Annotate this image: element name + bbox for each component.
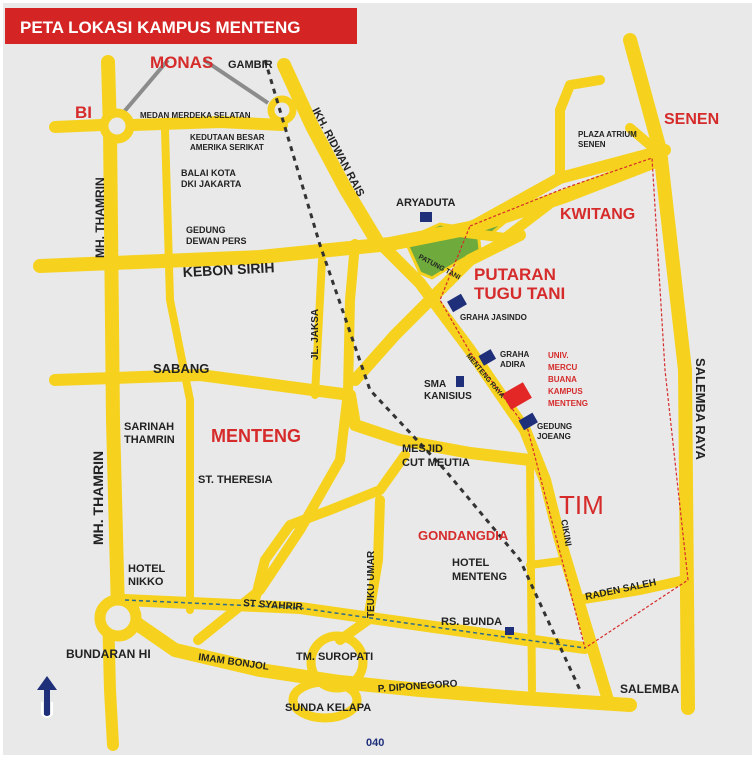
road-jaksa [311,256,326,399]
label-gedung-pers-2: DEWAN PERS [186,236,247,246]
label-kebon-sirih: KEBON SIRIH [182,259,275,280]
label-tm-suropati: TM. SUROPATI [296,651,373,663]
district-gondangdia: GONDANGDIA [418,528,509,543]
title-banner [5,8,357,44]
building-graha-jasindo [447,293,467,313]
district-labels: MONAS BI SENEN KWITANG PUTARAN TUGU TANI… [75,53,719,543]
label-joeang-2: JOEANG [537,432,571,441]
building-rs-bunda [505,627,514,635]
road-network [33,33,695,751]
label-rs-bunda: RS. BUNDA [441,616,502,628]
label-thamrin-top: MH. THAMRIN [93,177,107,258]
railway-line [263,59,582,691]
road-plaza-loop [555,75,655,180]
label-hotel-nikko-1: HOTEL [128,563,166,575]
label-sabang: SABANG [153,361,209,376]
label-thamrin-bottom: MH. THAMRIN [90,451,106,545]
road-menteng-main [49,369,536,466]
label-graha-jasindo: GRAHA JASINDO [460,313,527,322]
label-st-syahrir: ST SYAHRIR [243,598,304,613]
st-syahrir-line [124,599,586,649]
north-arrow-icon [37,676,57,718]
district-putaran-1: PUTARAN [474,265,556,284]
map-title: PETA LOKASI KAMPUS MENTENG [20,18,301,37]
district-monas: MONAS [150,53,213,72]
label-bundaran-hi: BUNDARAN HI [66,647,151,661]
label-univ-1: UNIV. [548,351,569,360]
monas-connectors [121,58,270,115]
road-teuku-umar [335,495,385,645]
label-hotel-nikko-2: NIKKO [128,576,164,588]
road-sabang [161,126,194,614]
district-senen: SENEN [664,111,719,128]
label-balai-2: DKI JAKARTA [181,179,242,189]
label-medan-merdeka: MEDAN MERDEKA SELATAN [140,111,251,120]
label-graha-adira-1: GRAHA [500,350,530,359]
label-sarinah-1: SARINAH [124,421,174,433]
roundabout-bi [99,108,135,144]
district-putaran-2: TUGU TANI [474,284,565,303]
road-thamrin [101,55,125,619]
district-kwitang: KWITANG [560,206,635,223]
road-mesjid-curve [250,450,410,605]
label-univ-3: BUANA [548,375,577,384]
label-univ-2: MERCU [548,363,578,372]
label-plaza-1: PLAZA ATRIUM [578,130,637,139]
building-aryaduta [420,212,432,222]
building-gedung-joeang [518,412,538,431]
label-univ-4: KAMPUS [548,387,583,396]
label-gedung-pers-1: GEDUNG [186,225,226,235]
road-menteng-diagonal [349,229,526,386]
roundabout-hi [94,594,142,642]
road-ridwan-rais [277,58,385,250]
label-kedutaan-1: KEDUTAAN BESAR [190,133,265,142]
label-mesjid-1: MESJID [402,443,443,455]
label-st-theresia: ST. THERESIA [198,474,273,486]
label-sma-2: KANISIUS [424,391,472,402]
label-plaza-2: SENEN [578,140,606,149]
district-tim: TIM [559,490,604,520]
label-gambir: GAMBIR [228,59,273,71]
label-hotel-menteng-2: MENTENG [452,571,507,583]
label-teuku-umar: TEUKU UMAR [366,550,377,618]
roundabout-suropati [306,631,368,693]
roundabout-sunda-kelapa [288,677,362,723]
road-cikini-side [526,456,536,694]
label-balai-1: BALAI KOTA [181,168,236,178]
label-kedutaan-2: AMERIKA SERIKAT [190,143,264,152]
building-sma-kanisius [456,376,464,387]
label-graha-adira-2: ADIRA [500,360,526,369]
road-putaran-loop [435,191,565,295]
label-salemba-raya: SALEMBA RAYA [693,358,708,460]
label-hotel-menteng-1: HOTEL [452,557,490,569]
place-labels: KEDUTAAN BESAR AMERIKA SERIKAT BALAI KOT… [66,130,680,714]
building-markers [420,212,538,635]
label-sma-1: SMA [424,379,446,390]
district-bi: BI [75,103,92,122]
road-kebon-sirih [33,153,665,273]
label-sunda-kelapa: SUNDA KELAPA [285,702,371,714]
campus-marker [502,382,532,410]
page-number: 040 [366,737,384,749]
label-cikini: CIKINI [559,519,574,547]
label-aryaduta: ARYADUTA [396,197,456,209]
building-graha-adira [478,349,497,366]
road-medan-merdeka [49,116,288,133]
label-sarinah-2: THAMRIN [124,434,175,446]
road-raden-saleh [573,575,690,605]
label-jaksa: JL. JAKSA [310,309,321,360]
label-univ-5: MENTENG [548,399,588,408]
road-senen-vertical [623,33,695,715]
label-mesjid-2: CUT MEUTIA [402,457,470,469]
label-joeang-1: GEDUNG [537,422,572,431]
label-salemba: SALEMBA [620,682,680,696]
district-menteng: MENTENG [211,426,301,446]
